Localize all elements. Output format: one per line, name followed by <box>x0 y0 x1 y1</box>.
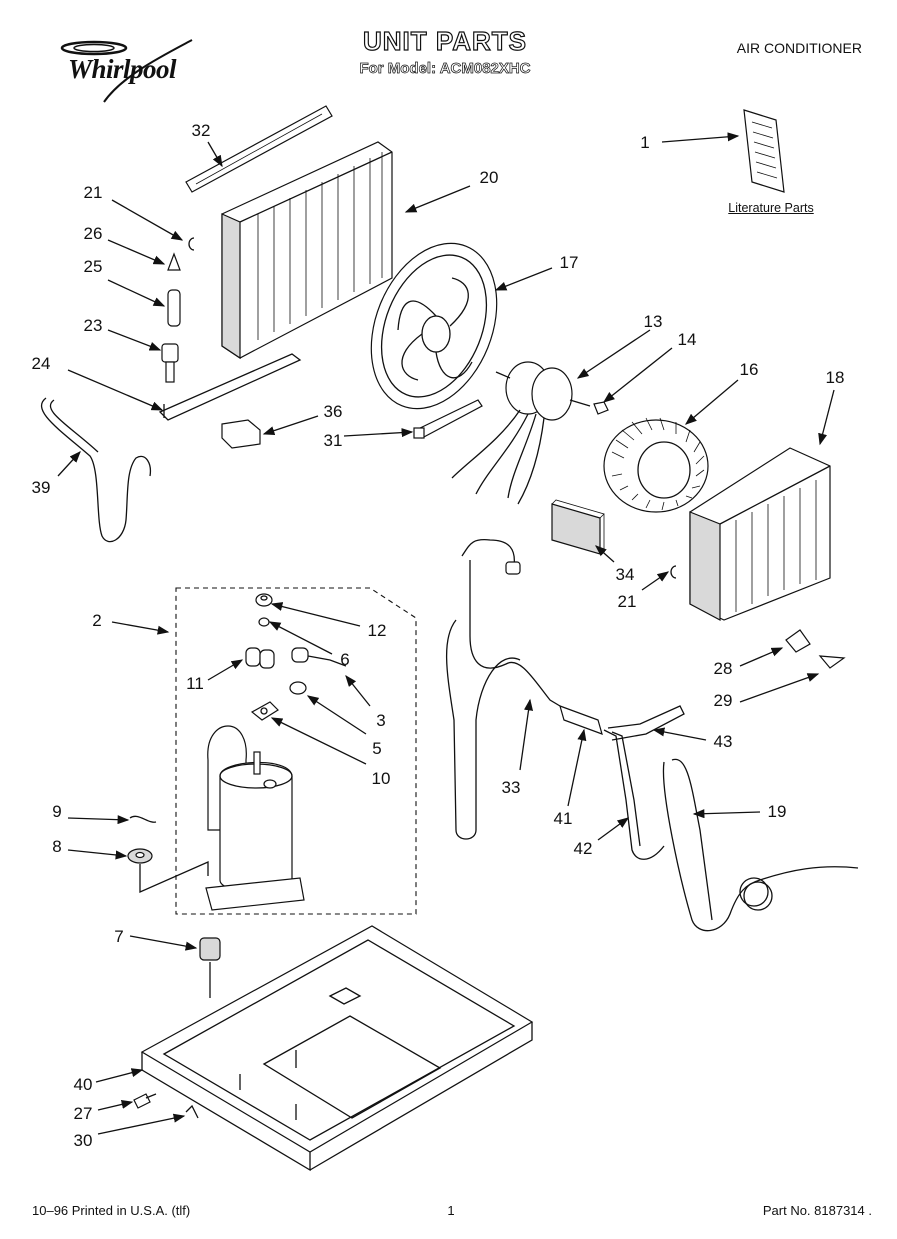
callout-19: 19 <box>767 802 787 821</box>
callout-26: 26 <box>83 224 103 243</box>
product-type: AIR CONDITIONER <box>736 40 862 56</box>
brand-name: Whirlpool <box>68 54 177 84</box>
condenser-coil <box>221 141 393 360</box>
callout-42: 42 <box>573 839 593 858</box>
compressor-kit-group <box>175 587 417 915</box>
footer-print-info: 10–96 Printed in U.S.A. (tlf) <box>32 1203 191 1218</box>
callout-23: 23 <box>83 316 103 335</box>
leader-lines <box>57 132 835 1135</box>
callout-16: 16 <box>739 360 759 379</box>
callout-40: 40 <box>73 1075 93 1094</box>
blower-wheel <box>603 417 709 513</box>
tube-43 <box>607 705 685 741</box>
callout-25: 25 <box>83 257 103 276</box>
motor-strap <box>413 399 483 439</box>
suction-tube <box>445 538 561 840</box>
callout-28: 28 <box>713 659 733 678</box>
callout-33: 33 <box>501 778 521 797</box>
callout-12: 12 <box>367 621 387 640</box>
model-subtitle: For Model: ACM082XHC <box>359 60 531 78</box>
clip-30 <box>185 1104 199 1119</box>
callout-36: 36 <box>323 402 343 421</box>
drain-tube <box>167 289 181 327</box>
gasket-10 <box>250 701 279 721</box>
compressor <box>205 725 305 911</box>
callout-20: 20 <box>479 168 499 187</box>
callout-6: 6 <box>340 650 350 669</box>
callout-17: 17 <box>559 253 579 272</box>
callout-5: 5 <box>372 739 382 758</box>
literature-parts-label: Literature Parts <box>728 201 814 215</box>
fan-shroud <box>370 242 498 410</box>
callout-27: 27 <box>73 1104 93 1123</box>
evaporator-coil <box>689 447 831 621</box>
callout-30: 30 <box>73 1131 93 1150</box>
page-title: UNIT PARTS <box>362 25 528 56</box>
mounting-grommet-7 <box>199 937 221 998</box>
callout-24: 24 <box>31 354 51 373</box>
callout-31: 31 <box>323 431 343 450</box>
fan-motor <box>451 361 609 505</box>
logo-swirl <box>60 39 193 103</box>
literature-booklet <box>743 109 785 193</box>
footer-part-number: Part No. 8187314 . <box>762 1203 872 1218</box>
retainer-clip-upper <box>188 237 195 251</box>
overload-protector <box>291 647 347 667</box>
screw-28 <box>785 629 811 653</box>
capillary-assembly <box>662 758 859 932</box>
screw-27 <box>133 1093 157 1109</box>
footer-page-number: 1 <box>447 1203 455 1218</box>
callout-3: 3 <box>376 711 386 730</box>
service-valve-41 <box>559 705 603 735</box>
mounting-clip-9 <box>129 815 157 823</box>
callout-32: 32 <box>191 121 211 140</box>
capillary-loop <box>158 353 302 421</box>
callout-41: 41 <box>553 809 573 828</box>
foam-block <box>221 419 261 449</box>
callout-7: 7 <box>114 927 124 946</box>
callout-14: 14 <box>677 330 697 349</box>
callout-43: 43 <box>713 732 733 751</box>
drain-cap <box>167 252 181 271</box>
top-rail <box>185 105 333 193</box>
callout-21-lower: 21 <box>617 592 637 611</box>
drain-hose <box>40 397 152 543</box>
callout-1: 1 <box>640 133 650 152</box>
callout-9: 9 <box>52 802 62 821</box>
retainer-clip-lower <box>670 565 677 579</box>
callout-8: 8 <box>52 837 62 856</box>
callout-2: 2 <box>92 611 102 630</box>
callout-11: 11 <box>186 674 204 693</box>
whirlpool-logo: Whirlpool <box>42 36 212 108</box>
mount-leader-line <box>139 861 209 893</box>
washer-6 <box>258 617 270 627</box>
callout-13: 13 <box>643 312 663 331</box>
mounting-washer-8 <box>127 848 153 864</box>
callout-34: 34 <box>615 565 635 584</box>
terminal-cover-11 <box>245 647 275 669</box>
screw-29 <box>818 655 846 669</box>
discharge-tube-42 <box>603 729 665 860</box>
callout-21-upper: 21 <box>83 183 103 202</box>
drain-fitting <box>161 343 179 383</box>
callout-39: 39 <box>31 478 51 497</box>
grommet-3 <box>289 681 307 695</box>
base-pan <box>140 925 534 1172</box>
grommet-12 <box>255 593 273 607</box>
callout-10: 10 <box>371 769 391 788</box>
callout-29: 29 <box>713 691 733 710</box>
callout-18: 18 <box>825 368 845 387</box>
